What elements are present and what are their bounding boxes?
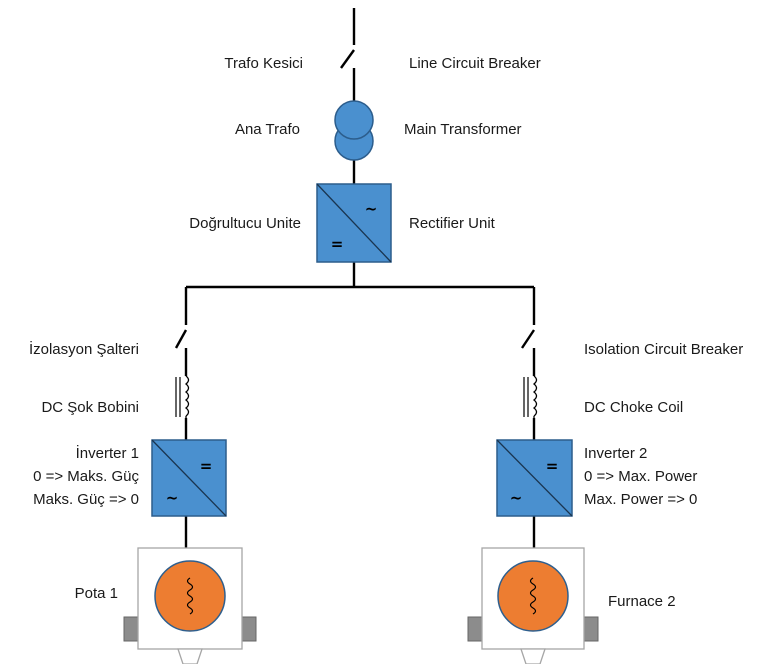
isolation-breaker-1-blade — [174, 329, 188, 349]
line-breaker-label-en: Line Circuit Breaker — [409, 55, 541, 72]
left-branch — [174, 287, 188, 548]
rectifier-dc-symbol: = — [331, 235, 344, 253]
inverter-1-mode-2: Maks. Güç => 0 — [33, 491, 139, 508]
line-breaker-label-tr: Trafo Kesici — [224, 55, 303, 72]
right-branch — [521, 287, 536, 548]
transformer-icon — [334, 100, 374, 161]
choke-label-tr: DC Şok Bobini — [41, 399, 139, 416]
furnace-1-label: Pota 1 — [75, 585, 118, 602]
line-breaker-blade — [340, 49, 355, 69]
inverter-1-ac-symbol: ~ — [166, 489, 179, 507]
transformer-label-en: Main Transformer — [404, 121, 522, 138]
inverter-2-name: Inverter 2 — [584, 445, 647, 462]
isolation-label-tr: İzolasyon Şalteri — [29, 340, 139, 358]
furnace-1-icon — [123, 547, 257, 664]
main-feeder — [186, 8, 534, 289]
inverter-2-ac-symbol: ~ — [510, 489, 523, 507]
choke-coil-1-icon — [175, 375, 190, 418]
inverter-1-icon: = ~ — [151, 439, 227, 517]
isolation-label-en: Isolation Circuit Breaker — [584, 341, 743, 358]
inverter-2-mode-1: 0 => Max. Power — [584, 468, 697, 485]
choke-coil-2-icon — [523, 375, 538, 418]
rectifier-ac-symbol: ~ — [365, 200, 378, 218]
inverter-2-dc-symbol: = — [546, 457, 559, 475]
rectifier-label-tr: Doğrultucu Unite — [189, 215, 301, 232]
inverter-1-dc-symbol: = — [200, 457, 213, 475]
choke-label-en: DC Choke Coil — [584, 399, 683, 416]
isolation-breaker-2-blade — [521, 329, 535, 349]
rectifier-icon: ~ = — [316, 183, 392, 263]
furnace-2-icon — [467, 547, 599, 664]
inverter-1-mode-1: 0 => Maks. Güç — [33, 468, 139, 485]
rectifier-label-en: Rectifier Unit — [409, 215, 496, 232]
transformer-label-tr: Ana Trafo — [235, 121, 300, 138]
inverter-2-icon: = ~ — [496, 439, 573, 517]
furnace-2-label: Furnace 2 — [608, 593, 676, 610]
inverter-1-name: İnverter 1 — [76, 444, 139, 462]
inverter-2-mode-2: Max. Power => 0 — [584, 491, 697, 508]
